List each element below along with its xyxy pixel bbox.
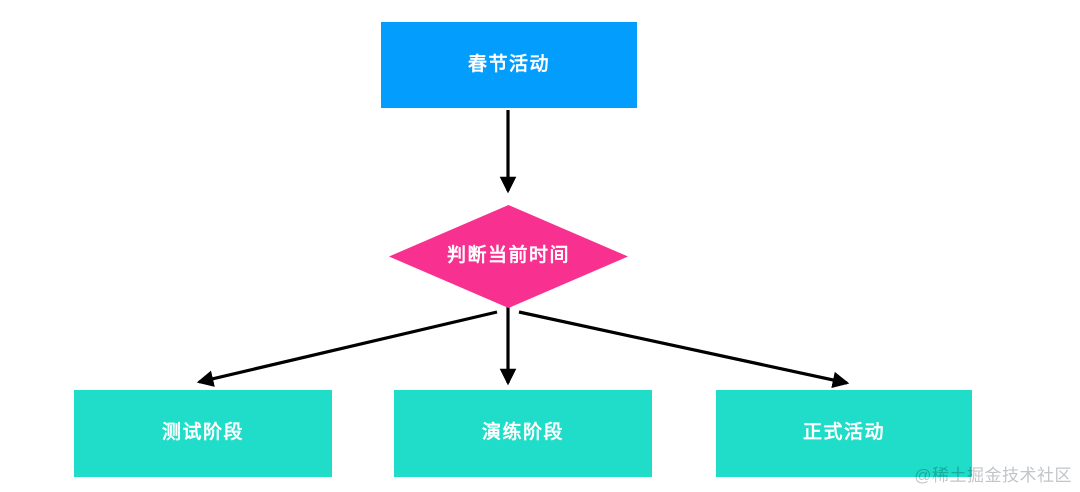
edge-decision-to-test xyxy=(196,310,498,387)
watermark: @稀土掘金技术社区 xyxy=(914,466,1072,485)
node-start-spring-festival-activity[interactable]: 春节活动 xyxy=(381,22,637,108)
node-official-activity[interactable]: 正式活动 xyxy=(716,390,972,477)
edge-decision-to-official xyxy=(518,310,850,389)
node-test-phase[interactable]: 测试阶段 xyxy=(74,390,332,477)
node-decision-label: 判断当前时间 xyxy=(446,245,570,267)
node-official-label: 正式活动 xyxy=(802,422,885,444)
node-drill-phase[interactable]: 演练阶段 xyxy=(394,390,652,477)
node-test-label: 测试阶段 xyxy=(161,422,244,444)
node-start-label: 春节活动 xyxy=(467,53,550,75)
node-decision-check-current-time[interactable]: 判断当前时间 xyxy=(389,205,628,308)
node-drill-label: 演练阶段 xyxy=(481,422,564,444)
